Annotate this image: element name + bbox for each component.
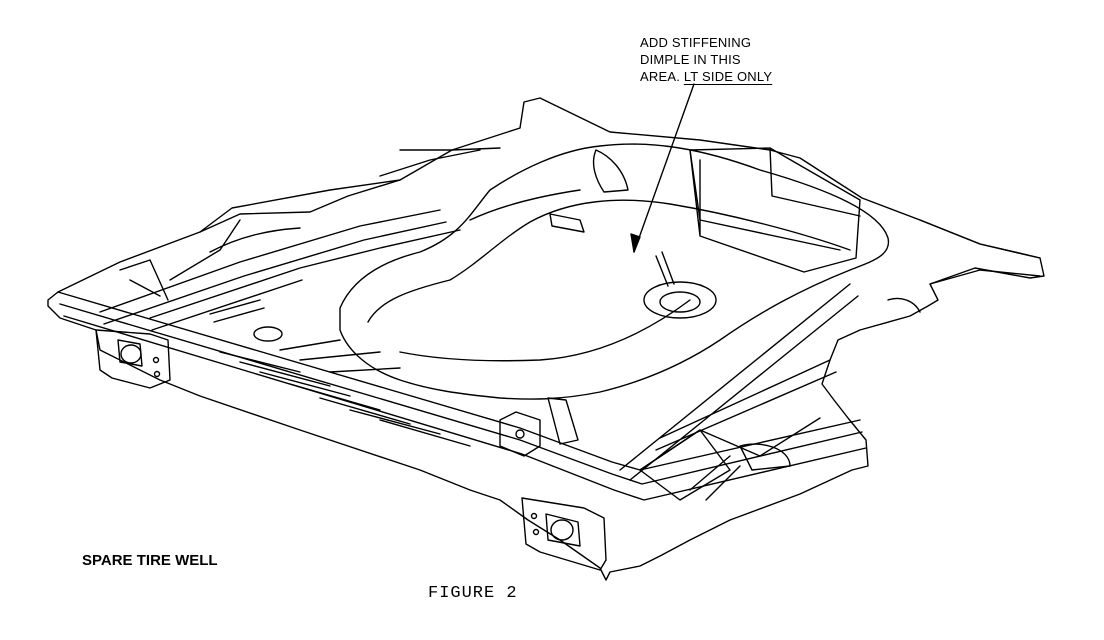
left-raised-panel [120, 180, 400, 300]
spare-tire-well-label: SPARE TIRE WELL [82, 552, 218, 569]
right-rear-rail [620, 284, 858, 480]
floor-pan-outline [48, 98, 1044, 580]
left-side-rail [100, 210, 460, 330]
right-wing [888, 220, 1040, 312]
right-bracing [640, 430, 740, 500]
left-bracket-hole [121, 345, 141, 363]
callout-arrowhead [631, 234, 640, 252]
right-bracket [522, 498, 606, 570]
callout-line-2: DIMPLE IN THIS [640, 52, 741, 67]
right-bracket-hole [551, 520, 573, 540]
callout-line-1: ADD STIFFENING [640, 35, 752, 50]
tire-well-rim [340, 144, 888, 399]
left-bracket [96, 330, 170, 388]
center-dimple [500, 412, 540, 456]
rear-box [690, 148, 860, 272]
callout-line-3: AREA. LT SIDE ONLY [640, 68, 772, 85]
callout-note: ADD STIFFENING DIMPLE IN THIS AREA. LT S… [640, 34, 772, 85]
figure-caption: FIGURE 2 [428, 584, 518, 603]
left-dimple [254, 327, 282, 341]
right-pocket [740, 444, 790, 470]
callout-leader [634, 84, 694, 252]
callout-line-3-prefix: AREA. [640, 69, 681, 84]
callout-line-3-underlined: LT SIDE ONLY [683, 69, 773, 84]
front-rail [58, 292, 866, 500]
floor-ribs [220, 340, 470, 446]
well-pocket [550, 150, 628, 232]
tire-well-floor [368, 150, 850, 361]
tire-mount [644, 282, 716, 318]
